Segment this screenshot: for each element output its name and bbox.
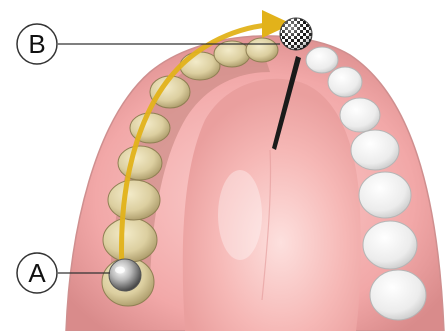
sphere-marker-icon[interactable] xyxy=(109,259,141,291)
callout-a: A xyxy=(17,253,57,293)
natural-tooth xyxy=(351,130,399,170)
palate-highlight xyxy=(218,170,262,260)
palate xyxy=(183,79,361,331)
callout-b-label: B xyxy=(28,29,45,59)
prepared-tooth xyxy=(108,180,160,220)
natural-tooth xyxy=(328,67,362,97)
prepared-tooth xyxy=(214,41,250,67)
prepared-tooth xyxy=(246,38,278,62)
prepared-tooth xyxy=(118,146,162,180)
natural-tooth xyxy=(370,270,426,320)
callout-a-label: A xyxy=(28,258,46,288)
natural-tooth xyxy=(363,221,417,269)
prepared-tooth xyxy=(103,218,157,262)
checkered-sphere-icon[interactable] xyxy=(280,18,312,50)
callout-b: B xyxy=(17,24,57,64)
natural-tooth xyxy=(306,47,338,73)
natural-tooth xyxy=(340,98,380,132)
natural-tooth xyxy=(359,172,411,218)
